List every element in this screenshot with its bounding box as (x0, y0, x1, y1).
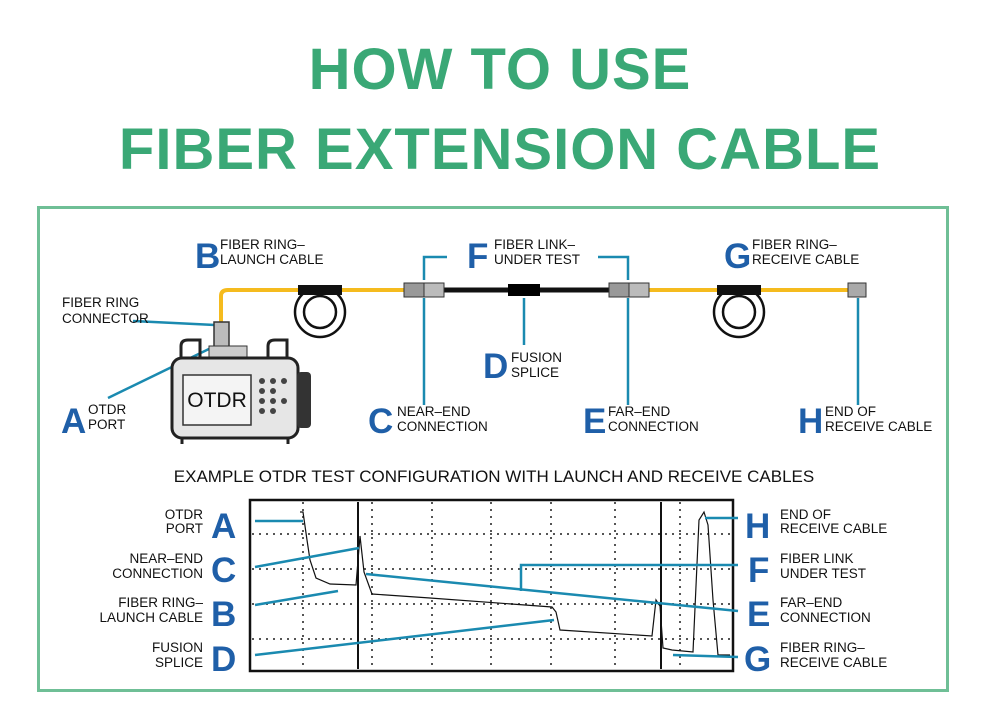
bottom-H-line1: END OF (780, 507, 831, 522)
letter-H: H (798, 402, 823, 441)
device-label: OTDR (187, 389, 247, 412)
label-F-line2: UNDER TEST (494, 252, 580, 267)
bottom-B-line2: LAUNCH CABLE (99, 610, 203, 625)
letter-A: A (61, 402, 86, 441)
bottom-letter-D: D (211, 640, 236, 679)
bottom-letter-E: E (747, 595, 770, 634)
bottom-C-line1: NEAR–END (129, 551, 203, 566)
label-A-line2: PORT (88, 417, 125, 432)
bottom-D-line2: SPLICE (155, 655, 203, 670)
label-C-top: C NEAR–END CONNECTION (368, 402, 488, 441)
bottom-A-line2: PORT (166, 521, 203, 536)
bottom-left-labels: OTDR PORT A NEAR–END CONNECTION C FIBER … (99, 507, 236, 679)
title-line-1: HOW TO USE (308, 37, 692, 102)
label-H-line1: END OF (825, 404, 876, 419)
diagram-frame (37, 206, 949, 692)
bottom-right-labels: H END OF RECEIVE CABLE F FIBER LINK UNDE… (744, 507, 887, 679)
title-line-2: FIBER EXTENSION CABLE (118, 117, 882, 182)
otdr-device: OTDR (170, 321, 311, 444)
label-C-line1: NEAR–END (397, 404, 471, 419)
label-H-line2: RECEIVE CABLE (825, 419, 932, 434)
bottom-H-line2: RECEIVE CABLE (780, 521, 887, 536)
label-G-top: G FIBER RING– RECEIVE CABLE (724, 237, 859, 276)
label-A-top: A OTDR PORT (61, 402, 126, 441)
bottom-letter-H: H (745, 507, 770, 546)
end-cap (847, 282, 867, 298)
fiber-link-bracket-right (598, 255, 630, 280)
label-A-line1: OTDR (88, 402, 126, 417)
label-C-line2: CONNECTION (397, 419, 488, 434)
bottom-letter-B: B (211, 595, 236, 634)
label-E-top: E FAR–END CONNECTION (583, 402, 699, 441)
label-G-line1: FIBER RING– (752, 237, 837, 252)
letter-B: B (195, 237, 220, 276)
bottom-D-line1: FUSION (152, 640, 203, 655)
label-B-line2: LAUNCH CABLE (220, 252, 324, 267)
label-D-line1: FUSION (511, 350, 562, 365)
bottom-letter-F: F (748, 551, 769, 590)
bottom-letter-C: C (211, 551, 236, 590)
bottom-letter-A: A (211, 507, 236, 546)
bottom-A-line1: OTDR (165, 507, 203, 522)
bottom-letter-G: G (744, 640, 771, 679)
caption: EXAMPLE OTDR TEST CONFIGURATION WITH LAU… (174, 467, 814, 486)
label-D-top: D FUSION SPLICE (483, 347, 562, 386)
ring-connector-line1: FIBER RING (62, 295, 139, 310)
label-F-line1: FIBER LINK– (494, 237, 576, 252)
fusion-splice (508, 284, 540, 296)
label-G-line2: RECEIVE CABLE (752, 252, 859, 267)
bottom-E-line2: CONNECTION (780, 610, 871, 625)
label-D-line2: SPLICE (511, 365, 559, 380)
label-E-line1: FAR–END (608, 404, 671, 419)
letter-D: D (483, 347, 508, 386)
far-end-connector (608, 282, 650, 298)
bottom-E-line1: FAR–END (780, 595, 843, 610)
top-pointer-lines (107, 298, 860, 405)
bottom-pointer-lines (254, 516, 739, 659)
bottom-F-line1: FIBER LINK (780, 551, 854, 566)
bottom-G-line2: RECEIVE CABLE (780, 655, 887, 670)
bottom-G-line1: FIBER RING– (780, 640, 865, 655)
label-F-top: F FIBER LINK– UNDER TEST (467, 237, 580, 276)
bottom-C-line2: CONNECTION (112, 566, 203, 581)
label-B-top: B FIBER RING– LAUNCH CABLE (195, 237, 324, 276)
bottom-F-line2: UNDER TEST (780, 566, 866, 581)
fiber-link-bracket (422, 255, 447, 280)
label-E-line2: CONNECTION (608, 419, 699, 434)
letter-E: E (583, 402, 606, 441)
receive-cable-ring (712, 285, 766, 339)
label-B-line1: FIBER RING– (220, 237, 305, 252)
launch-cable-ring (293, 285, 347, 339)
bottom-B-line1: FIBER RING– (118, 595, 203, 610)
label-ring-connector: FIBER RING CONNECTOR (62, 295, 149, 326)
ring-connector-line2: CONNECTOR (62, 311, 149, 326)
letter-G: G (724, 237, 751, 276)
label-H-top: H END OF RECEIVE CABLE (798, 402, 932, 441)
letter-F: F (467, 237, 488, 276)
letter-C: C (368, 402, 393, 441)
near-end-connector (403, 282, 445, 298)
